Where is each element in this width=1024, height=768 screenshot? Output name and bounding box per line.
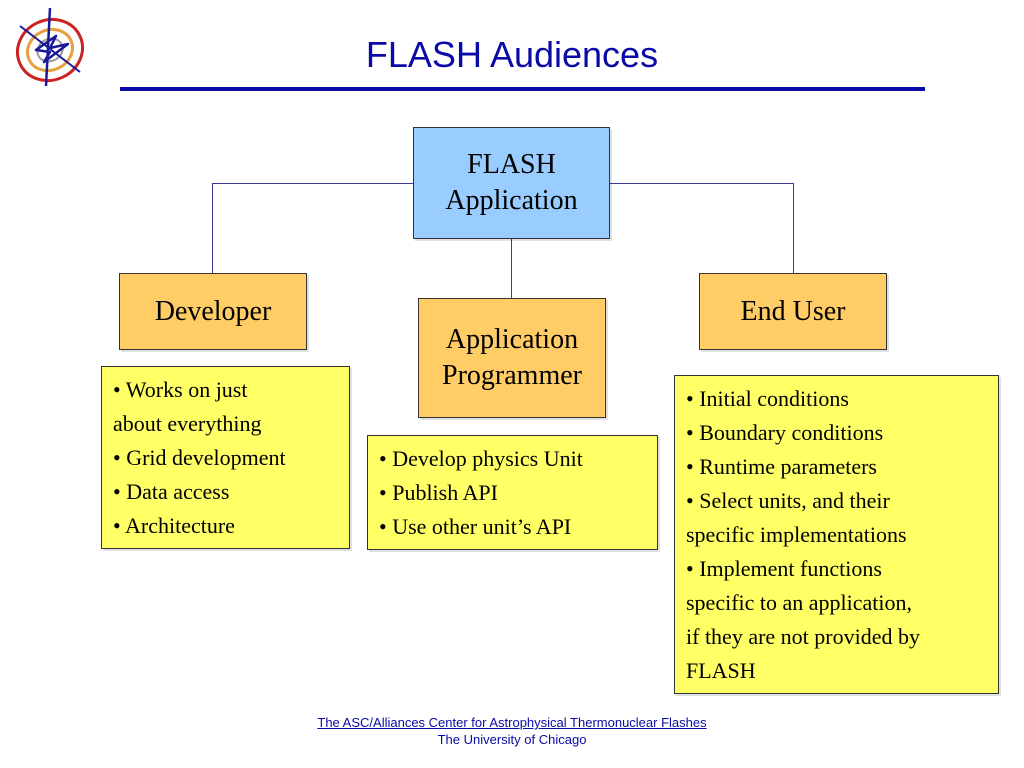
app-programmer-notes: • Develop physics Unit • Publish API • U…	[367, 435, 658, 550]
footer-institution: The University of Chicago	[437, 732, 587, 747]
developer-notes: • Works on just about everything • Grid …	[101, 366, 350, 549]
developer-note-line: • Grid development	[113, 445, 286, 470]
end-user-note-line: FLASH	[686, 658, 756, 683]
title-underline	[120, 87, 925, 91]
developer-note-line: • Architecture	[113, 513, 235, 538]
connector-left-drop	[212, 183, 213, 273]
end-user-note-line: • Implement functions	[686, 556, 882, 581]
developer-note-line: about everything	[113, 411, 262, 436]
end-user-notes: • Initial conditions • Boundary conditio…	[674, 375, 999, 694]
end-user-note-line: • Runtime parameters	[686, 454, 877, 479]
root-node-line1: FLASH	[467, 149, 556, 181]
footer: The ASC/Alliances Center for Astrophysic…	[0, 714, 1024, 748]
root-node-flash-application: FLASH Application	[413, 127, 610, 239]
end-user-note-line: • Select units, and their	[686, 488, 890, 513]
connector-right-drop	[793, 183, 794, 273]
end-user-note-line: • Initial conditions	[686, 386, 849, 411]
end-user-note-line: • Boundary conditions	[686, 420, 884, 445]
developer-note-line: • Data access	[113, 479, 230, 504]
developer-note-line: • Works on just	[113, 377, 248, 402]
app-programmer-note-line: • Publish API	[379, 480, 498, 505]
app-programmer-note-line: • Develop physics Unit	[379, 446, 583, 471]
connector-root-left	[212, 183, 414, 184]
connector-root-center	[511, 239, 512, 298]
root-node-line2: Application	[445, 185, 578, 216]
end-user-label: End User	[740, 295, 846, 327]
developer-label: Developer	[154, 295, 272, 327]
app-programmer-line1: Application	[445, 324, 579, 356]
end-user-note-line: if they are not provided by	[686, 624, 920, 649]
footer-center-link[interactable]: The ASC/Alliances Center for Astrophysic…	[317, 715, 707, 730]
app-programmer-node: Application Programmer	[418, 298, 606, 418]
app-programmer-line2: Programmer	[442, 360, 582, 391]
connector-root-right	[610, 183, 794, 184]
flash-logo-icon	[16, 7, 84, 86]
developer-node: Developer	[119, 273, 307, 350]
slide-title: FLASH Audiences	[365, 34, 659, 75]
end-user-node: End User	[699, 273, 887, 350]
app-programmer-note-line: • Use other unit’s API	[379, 514, 572, 539]
end-user-note-line: specific to an application,	[686, 590, 913, 615]
end-user-note-line: specific implementations	[686, 522, 907, 547]
